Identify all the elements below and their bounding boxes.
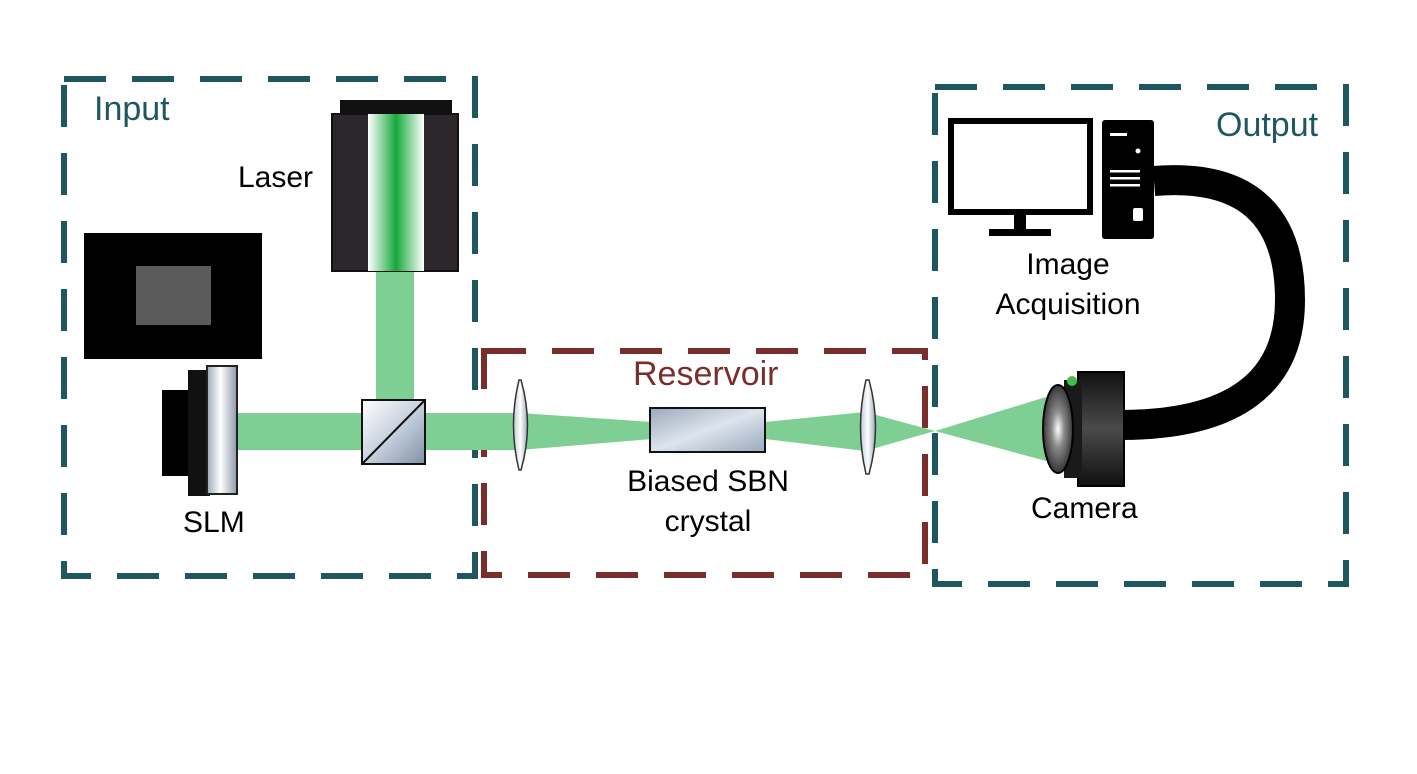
beam-splitter-diagonal [361,399,426,465]
camera-indicator [1067,376,1077,386]
output-frame [932,84,1349,587]
sbn-crystal [649,407,766,453]
pc-power-light [1135,148,1141,154]
laser-down-beam [376,268,414,404]
crystal-label-line1: Biased SBN [627,465,789,498]
camera-cone [935,397,1046,461]
camera-body [1077,371,1125,487]
slm-panel [206,365,238,495]
expanding-beam [765,412,865,451]
reservoir-frame [481,348,928,578]
slm-label: SLM [183,506,245,539]
acquisition-label-line2: Acquisition [995,288,1141,321]
lens-1 [512,379,529,471]
camera-lens [1042,384,1074,474]
pc-drive [1133,208,1143,221]
input-section-label: Input [94,90,170,128]
laser-cap [340,100,452,116]
focus-cone [865,412,935,451]
camera-label: Camera [1031,492,1138,525]
laser-aperture [368,114,424,271]
pc-vent-1 [1110,170,1140,173]
input-frame [61,76,478,579]
acquisition-label: Image Acquisition [968,245,1168,325]
monitor-stand [989,229,1051,236]
crystal-label-line2: crystal [664,505,752,538]
laser-label: Laser [238,161,314,194]
pc-vent-2 [1110,177,1140,180]
acquisition-label-line1: Image [1026,248,1110,281]
monitor-neck [1014,212,1026,230]
slm-mount [188,370,210,496]
pc-bay-1 [1110,133,1127,136]
output-section-label: Output [1216,106,1319,144]
monitor [948,118,1093,215]
reservoir-section-label: Reservoir [633,355,779,393]
data-cable [1119,165,1306,440]
pc-vent-3 [1110,184,1140,187]
crystal-label: Biased SBN crystal [598,462,818,542]
slm-display-pattern [136,266,211,325]
focusing-beam [520,413,652,450]
lens-2 [859,379,877,475]
